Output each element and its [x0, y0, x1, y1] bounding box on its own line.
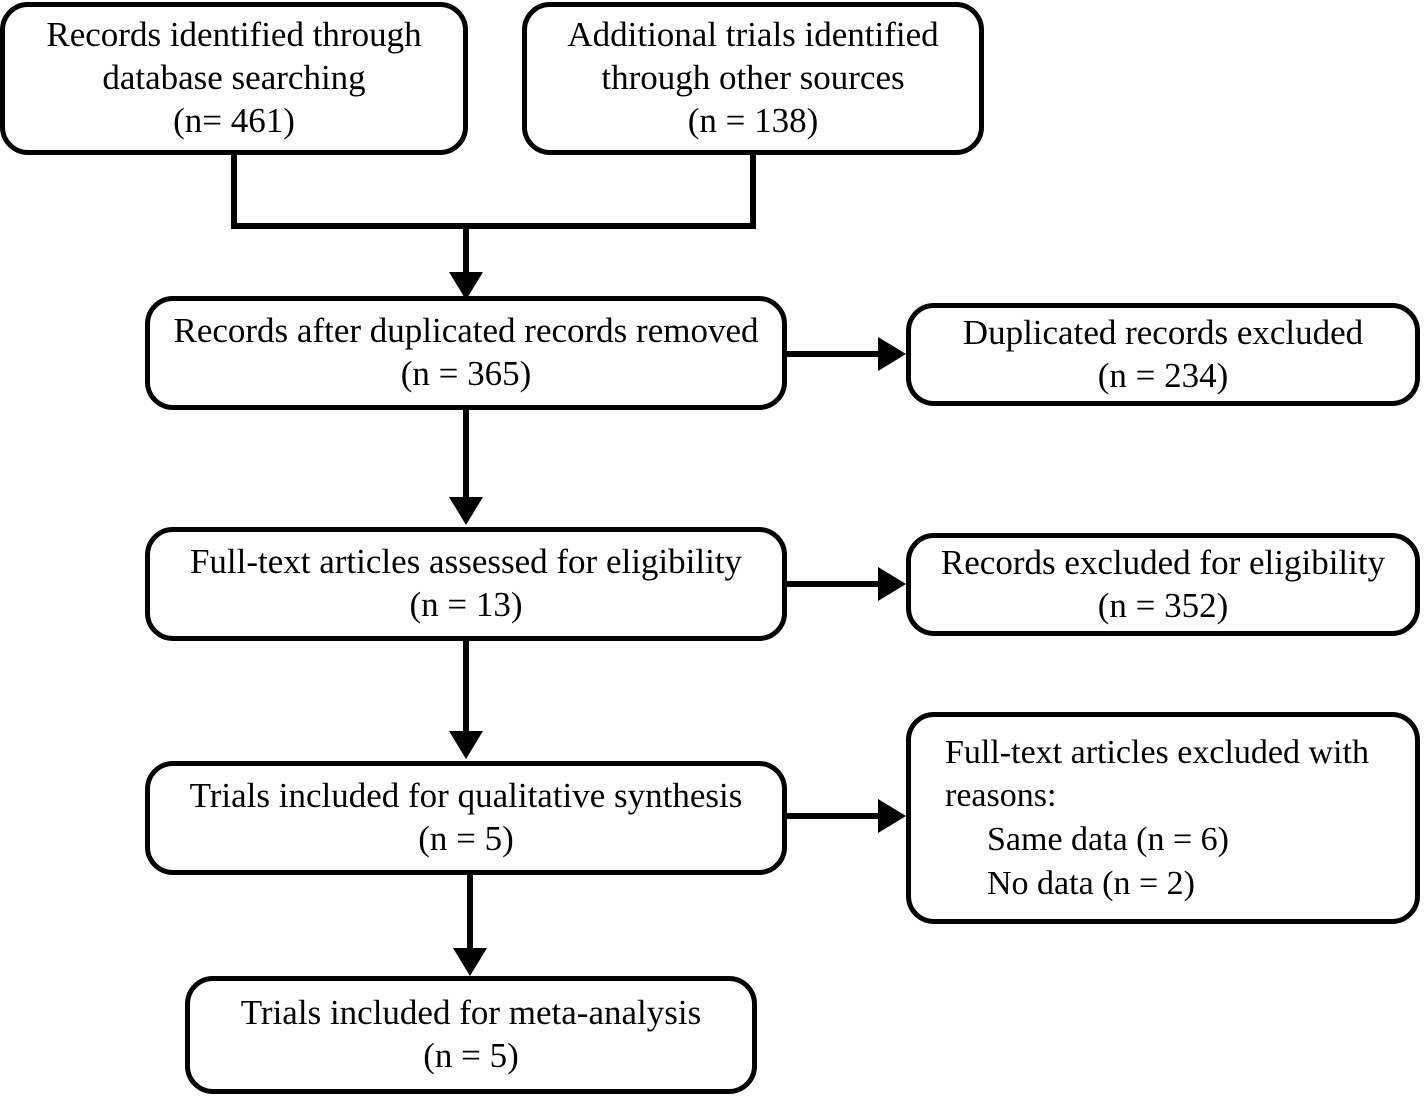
- node-line: Additional trials identified: [567, 15, 939, 55]
- connector-merge-bar: [231, 223, 756, 229]
- connector-after-dup-to-fulltext: [463, 410, 469, 500]
- node-count: (n = 138): [687, 100, 819, 140]
- node-full-text-articles-assessed: Full-text articles assessed for eligibil…: [145, 527, 787, 641]
- node-records-after-duplicates-removed: Records after duplicated records removed…: [145, 296, 787, 410]
- arrowhead-into-duplicates-excluded: [878, 337, 906, 371]
- connector-merge-stem: [463, 223, 469, 281]
- node-line: Duplicated records excluded: [962, 312, 1364, 352]
- node-count: (n= 461): [173, 100, 295, 140]
- arrowhead-into-meta-analysis: [453, 948, 487, 976]
- node-line: Records identified through: [46, 15, 422, 55]
- node-line: Records after duplicated records removed: [173, 311, 759, 351]
- node-line: Trials included for meta-analysis: [240, 993, 702, 1033]
- node-reason-same-data: Same data (n = 6): [987, 821, 1229, 858]
- node-line: Full-text articles assessed for eligibil…: [189, 542, 743, 582]
- node-duplicated-records-excluded: Duplicated records excluded (n = 234): [906, 303, 1420, 406]
- node-count: (n = 5): [418, 819, 514, 858]
- connector-qualitative-to-excluded-reasons: [787, 813, 885, 819]
- arrowhead-into-after-duplicates: [449, 272, 483, 300]
- connector-db-search-drop: [231, 153, 237, 229]
- node-reason-no-data: No data (n = 2): [987, 864, 1196, 902]
- node-trials-included-qualitative-synthesis: Trials included for qualitative synthesi…: [145, 761, 787, 875]
- node-records-excluded-for-eligibility: Records excluded for eligibility (n = 35…: [906, 533, 1420, 636]
- connector-fulltext-to-qualitative: [463, 641, 469, 733]
- node-line: reasons:: [945, 777, 1057, 815]
- node-count: (n = 234): [1097, 355, 1229, 395]
- node-trials-included-meta-analysis: Trials included for meta-analysis (n = 5…: [185, 976, 757, 1094]
- node-count: (n = 5): [423, 1036, 519, 1075]
- node-count: (n = 13): [409, 585, 523, 624]
- connector-qualitative-to-meta: [467, 875, 473, 951]
- connector-after-dup-to-excluded: [787, 351, 885, 357]
- node-line: Records excluded for eligibility: [940, 542, 1386, 582]
- connector-fulltext-to-excluded-eligibility: [787, 581, 885, 587]
- arrowhead-into-qualitative: [449, 731, 483, 759]
- connector-other-sources-drop: [750, 153, 756, 229]
- node-line: Trials included for qualitative synthesi…: [189, 776, 743, 816]
- node-line: through other sources: [601, 58, 905, 98]
- arrowhead-into-excluded-eligibility: [878, 567, 906, 601]
- arrowhead-into-fulltext-assessed: [449, 497, 483, 525]
- arrowhead-into-excluded-reasons: [878, 799, 906, 833]
- node-count: (n = 352): [1097, 585, 1229, 625]
- node-count: (n = 365): [400, 354, 532, 393]
- node-line: database searching: [102, 58, 366, 98]
- node-records-identified-database-searching: Records identified through database sear…: [0, 2, 468, 155]
- node-full-text-excluded-with-reasons: Full-text articles excluded with reasons…: [906, 712, 1420, 924]
- node-line: Full-text articles excluded with: [945, 733, 1369, 771]
- node-additional-trials-other-sources: Additional trials identified through oth…: [522, 2, 984, 155]
